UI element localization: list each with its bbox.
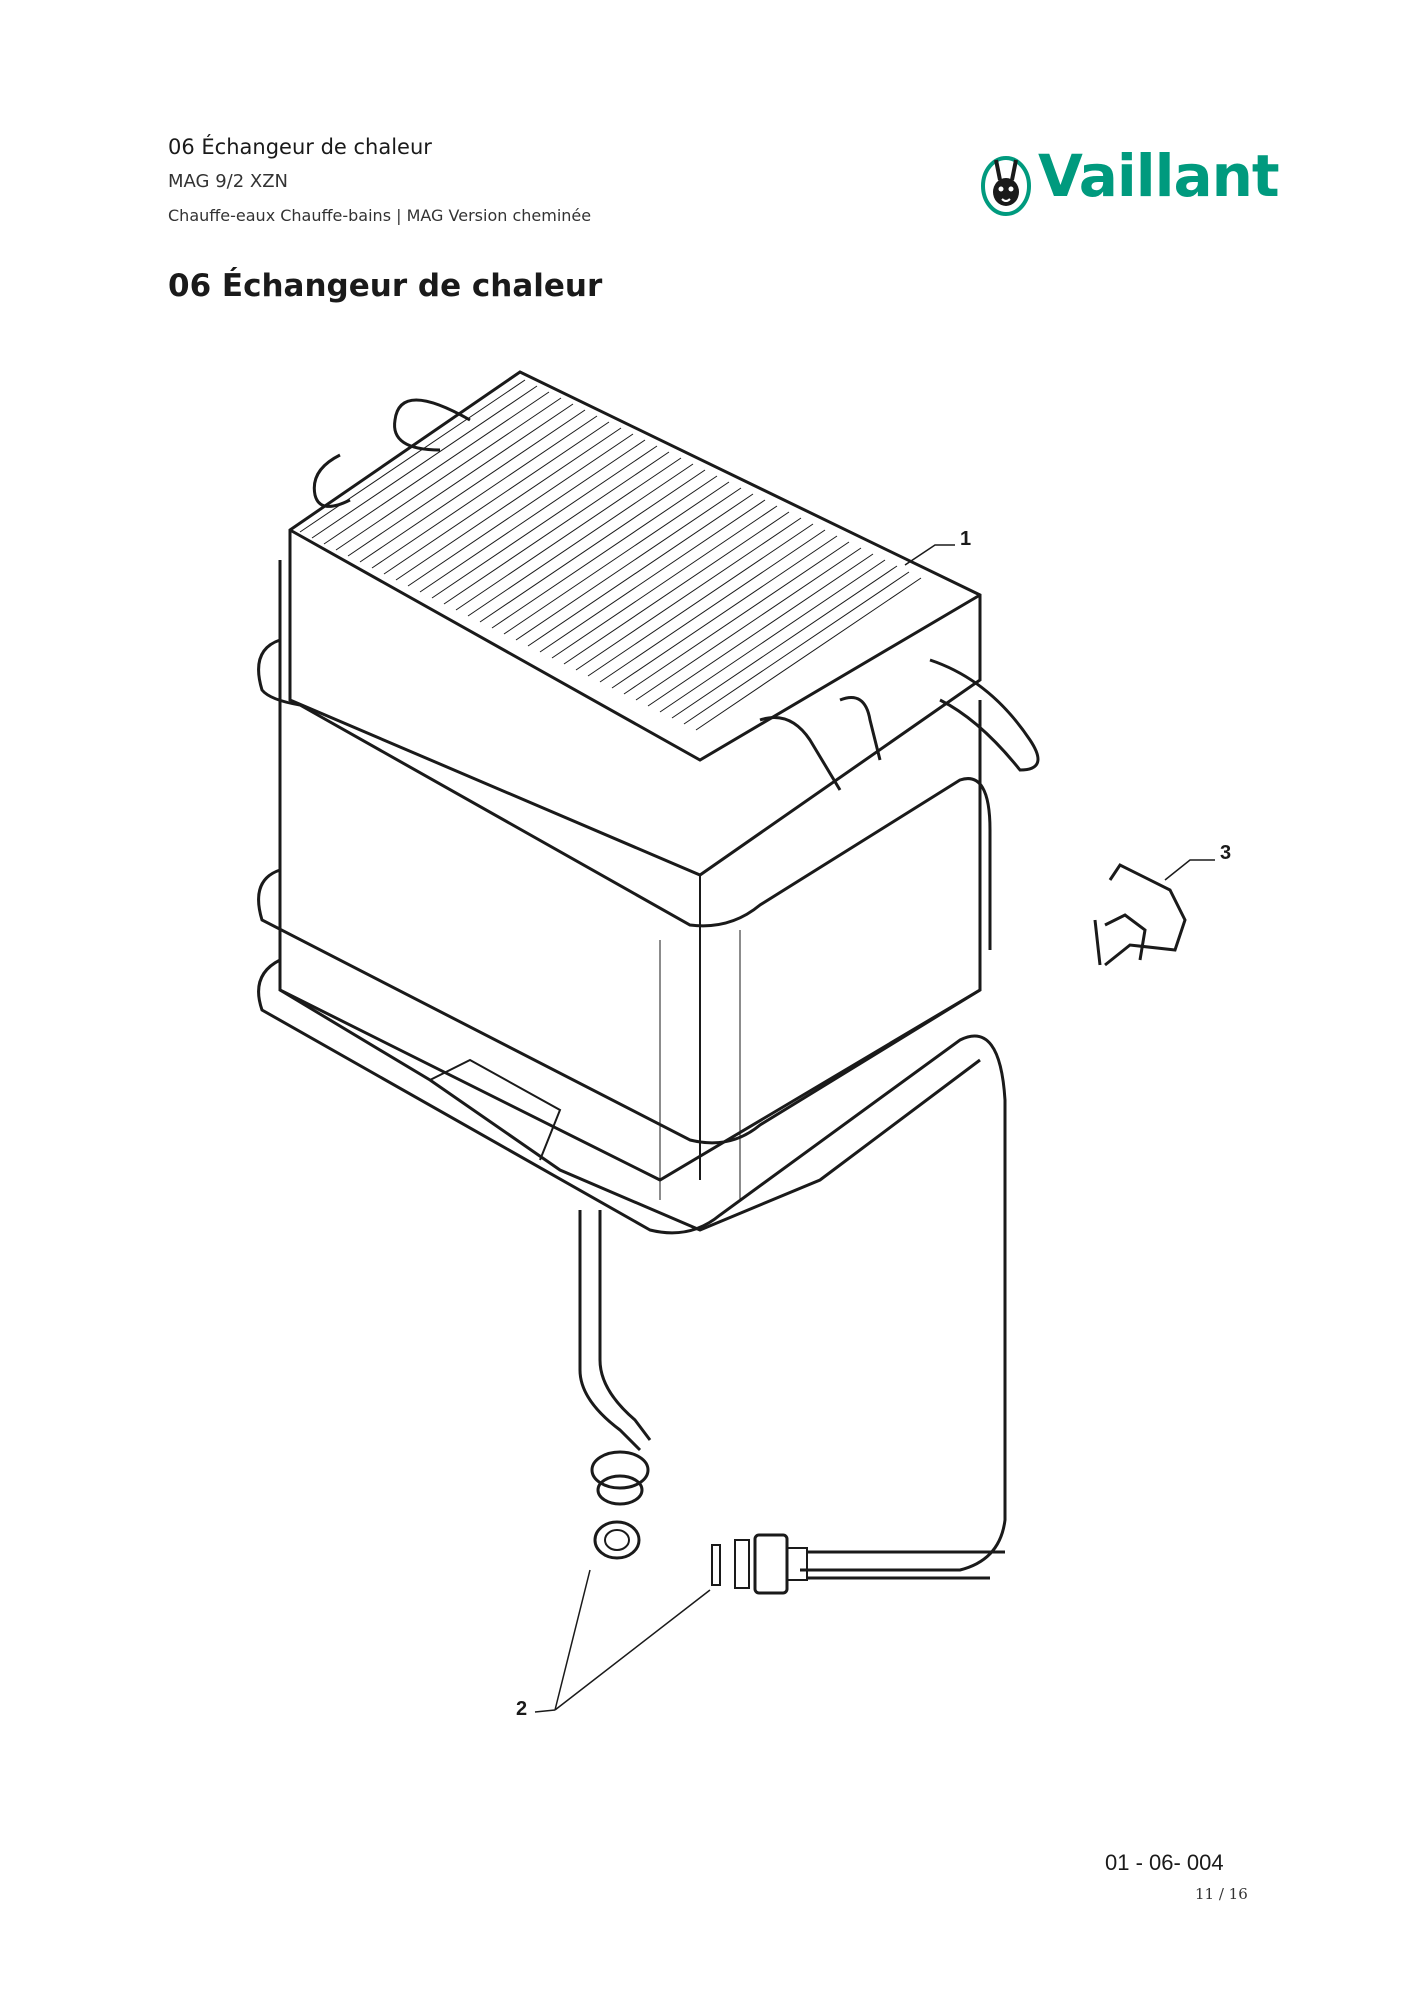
header-model: MAG 9/2 XZN xyxy=(168,171,289,192)
vaillant-logo: Vaillant xyxy=(980,140,1280,220)
pipe-nut-fitting xyxy=(590,1450,650,1506)
callout-3: 3 xyxy=(1220,842,1232,864)
logo-wordmark: Vaillant xyxy=(1038,142,1280,210)
seal-ring xyxy=(593,1520,641,1560)
header-category: Chauffe-eaux Chauffe-bains | MAG Version… xyxy=(168,206,592,225)
horizontal-fitting xyxy=(711,1533,1005,1595)
clip-part xyxy=(1093,863,1187,967)
heat-exchanger-body xyxy=(278,370,982,1232)
header-section-title: 06 Échangeur de chaleur xyxy=(168,135,432,159)
page-title: 06 Échangeur de chaleur xyxy=(168,268,603,304)
callout-2: 2 xyxy=(516,1698,528,1720)
drawing-reference-code: 01 - 06- 004 xyxy=(1105,1850,1224,1875)
hare-emblem-icon xyxy=(981,156,1031,216)
page-number: 11 / 16 xyxy=(1195,1885,1248,1903)
callout-1: 1 xyxy=(960,528,972,550)
